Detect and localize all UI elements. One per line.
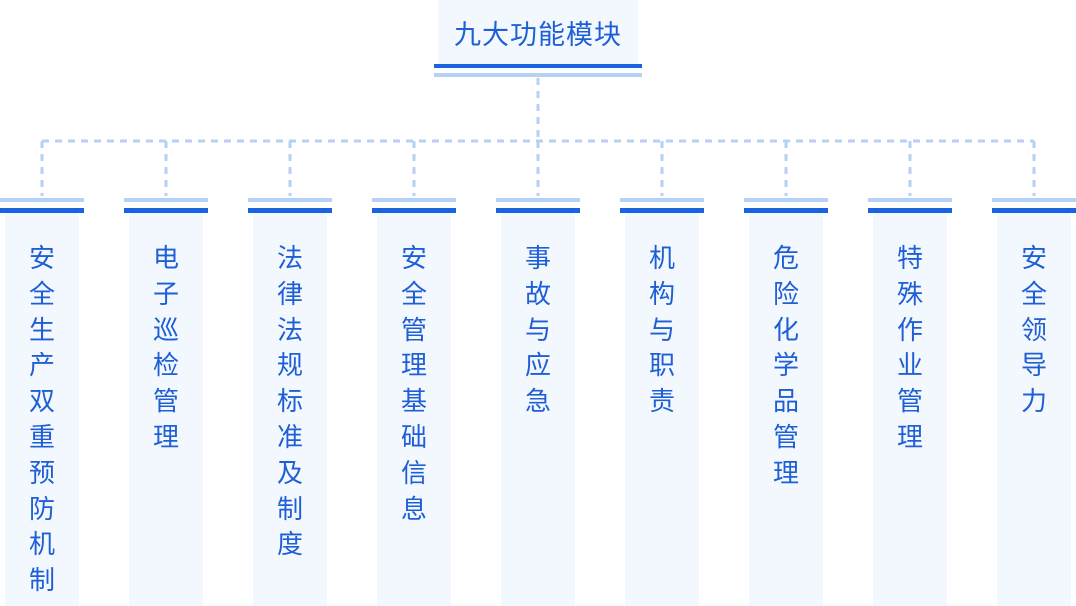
module-cap-light bbox=[248, 198, 332, 202]
module-cap-light bbox=[620, 198, 704, 202]
module-cap-light bbox=[372, 198, 456, 202]
module-label: 电子巡检管理 bbox=[152, 244, 179, 453]
module-panel bbox=[377, 213, 451, 606]
root-title: 九大功能模块 bbox=[454, 19, 622, 51]
module-label: 安全管理基础信息 bbox=[400, 244, 427, 525]
module-cap-dark bbox=[0, 208, 84, 213]
module-cap-dark bbox=[372, 208, 456, 213]
module-panel bbox=[253, 213, 327, 606]
module-cap-light bbox=[992, 198, 1076, 202]
module-column: 事故与应急 bbox=[496, 198, 580, 606]
module-panel bbox=[5, 213, 79, 606]
module-cap-light bbox=[744, 198, 828, 202]
module-cap-dark bbox=[744, 208, 828, 213]
module-cap-dark bbox=[868, 208, 952, 213]
module-cap-light bbox=[0, 198, 84, 202]
module-label: 法律法规标准及制度 bbox=[276, 244, 303, 561]
root-underline-light bbox=[434, 73, 642, 77]
module-cap-dark bbox=[496, 208, 580, 213]
module-panel bbox=[625, 213, 699, 606]
module-label: 危险化学品管理 bbox=[772, 244, 799, 489]
module-label: 安全领导力 bbox=[1020, 244, 1047, 418]
module-cap-light bbox=[124, 198, 208, 202]
module-column: 安全领导力 bbox=[992, 198, 1076, 606]
module-column: 电子巡检管理 bbox=[124, 198, 208, 606]
module-label: 机构与职责 bbox=[648, 244, 675, 418]
root-node: 九大功能模块 bbox=[438, 0, 638, 64]
module-label: 事故与应急 bbox=[524, 244, 551, 418]
root-underline-dark bbox=[434, 64, 642, 68]
module-panel bbox=[501, 213, 575, 606]
module-column: 机构与职责 bbox=[620, 198, 704, 606]
module-column: 安全管理基础信息 bbox=[372, 198, 456, 606]
module-cap-dark bbox=[992, 208, 1076, 213]
module-cap-dark bbox=[620, 208, 704, 213]
module-label: 安全生产双重预防机制 bbox=[28, 244, 55, 597]
module-column: 法律法规标准及制度 bbox=[248, 198, 332, 606]
module-panel bbox=[749, 213, 823, 606]
module-label: 特殊作业管理 bbox=[896, 244, 923, 453]
module-cap-dark bbox=[248, 208, 332, 213]
module-panel bbox=[873, 213, 947, 606]
module-column: 危险化学品管理 bbox=[744, 198, 828, 606]
module-cap-light bbox=[496, 198, 580, 202]
module-column: 特殊作业管理 bbox=[868, 198, 952, 606]
module-panel bbox=[129, 213, 203, 606]
module-panel bbox=[997, 213, 1071, 606]
module-cap-dark bbox=[124, 208, 208, 213]
module-cap-light bbox=[868, 198, 952, 202]
module-column: 安全生产双重预防机制 bbox=[0, 198, 84, 606]
